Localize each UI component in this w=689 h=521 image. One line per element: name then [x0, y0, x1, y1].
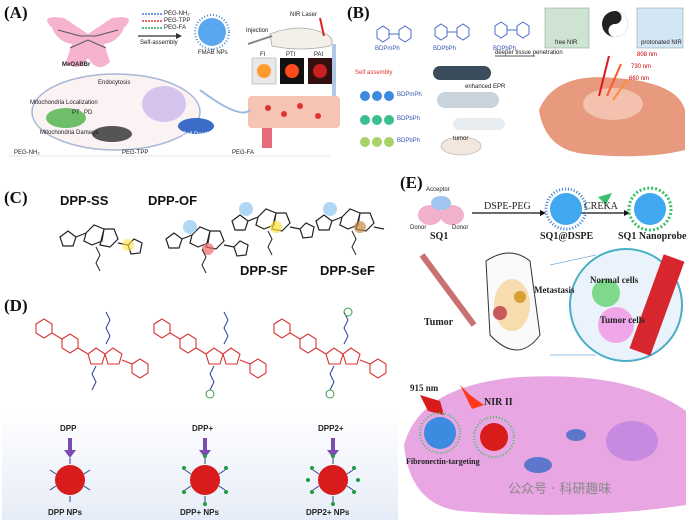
cell-label-mito-localization: Mitochondria Localization [30, 100, 98, 106]
panel-c-graphic [59, 202, 385, 274]
dpp2-plus-nps-name: DPP2+ NPs [306, 508, 350, 517]
panel-c: (C) DPP-SS DPP-OF DPP-SF DPP-SeF [0, 165, 400, 290]
legend-peg-tpp: PEG-TPP [164, 18, 191, 24]
panel-d-background [2, 410, 398, 520]
watermark-text: 公众号 · 科研趣味 [508, 482, 612, 497]
cell-label-pt: PT [72, 110, 80, 116]
wavelength-660: 660 nm [629, 76, 650, 82]
cell-label-cell-death: Cell Death [182, 132, 211, 138]
panel-e-label: (E) [400, 173, 423, 192]
fmab-nps-label: FMAB NPs [198, 50, 228, 56]
nir-ii-label: NIR II [484, 397, 513, 408]
legend-peg-fa: PEG-FA [164, 25, 187, 31]
dpp-ss-name: DPP-SS [60, 193, 109, 208]
mol-label-3: BDPbPh [493, 46, 517, 52]
bottom-peg-fa: PEG-FA [232, 150, 255, 156]
panel-e-graphic [404, 186, 686, 515]
np-label-3: BDPbPh [397, 138, 421, 144]
donor-right-label: Donor [452, 225, 469, 231]
pink-cell-shape [404, 376, 686, 515]
dpp-of-name: DPP-OF [148, 193, 198, 208]
mol-label-2: BDPbPh [433, 46, 457, 52]
normal-cells-label: Normal cells [590, 275, 639, 285]
imaging-pai: PAI [314, 52, 324, 58]
panel-a-graphic [8, 13, 340, 157]
self-assembly-b-label: Self assembly [355, 70, 393, 76]
cell-label-mito-damage: Mitochondria Damage [40, 130, 99, 136]
panel-d-graphic [35, 307, 387, 506]
enhanced-epr-label: enhanced EPR [465, 84, 506, 90]
wavelength-730: 730 nm [631, 64, 652, 70]
box-label-protonated: protonated NIR [641, 40, 682, 46]
dpp-plus-nanoparticle-shape [190, 465, 220, 495]
dpp-sef-name: DPP-SeF [320, 263, 375, 278]
panel-a-label: (A) [4, 3, 28, 22]
dpp-sf-name: DPP-SF [240, 263, 288, 278]
bottom-peg-nh2: PEG-NH₂ [14, 150, 40, 156]
deeper-penetration-label: deeper tissue penetration [495, 50, 563, 56]
mouse-shape [269, 27, 333, 50]
panel-d-label: (D) [4, 296, 28, 315]
panel-b: (B) BDPmPh BDPbPh [345, 0, 689, 165]
bottom-peg-tpp: PEG-TPP [122, 150, 149, 156]
metastasis-label: Metastasis [534, 285, 575, 295]
panel-b-graphic [360, 7, 685, 157]
dpp-plus-nps-name: DPP+ NPs [180, 508, 219, 517]
imaging-fi: FI [260, 52, 266, 58]
dspe-peg-label: DSPE-PEG [484, 201, 531, 212]
sq1-nanoprobe-label: SQ1 Nanoprobe [618, 231, 687, 242]
np-label-2: BDPbPh [397, 116, 421, 122]
tumor-b-label: tumor [453, 136, 469, 142]
mouse-shape-b [440, 136, 482, 156]
mol-label-1: BDPmPh [375, 46, 400, 52]
sq1-dspe-label: SQ1@DSPE [540, 231, 594, 242]
tumor-tissue-shape [248, 96, 340, 128]
dpp2-plus-nanoparticle-shape [318, 465, 348, 495]
donor-left-label: Donor [410, 225, 427, 231]
dpp-name: DPP [60, 424, 77, 433]
dpp-nanoparticle-shape [55, 465, 85, 495]
legend-peg-nh2: PEG-NH₂ [164, 11, 190, 17]
self-assembly-label: Self-assembly [140, 40, 178, 46]
panel-e: (E) [400, 165, 689, 521]
butterfly-molecule-shape [47, 17, 129, 68]
np-label-1: BDPmPh [397, 92, 422, 98]
dpp-nps-name: DPP NPs [48, 508, 83, 517]
cell-label-endocytosis: Endocytosis [98, 80, 131, 86]
panel-b-label: (B) [347, 3, 370, 22]
dpp-plus-name: DPP+ [192, 424, 214, 433]
fmab-nanoparticle-shape [198, 18, 226, 46]
cell-label-pd: PD [84, 110, 93, 116]
creka-label: CREKA [584, 201, 618, 212]
tumor-cells-label: Tumor cells [600, 315, 645, 325]
nir-laser-label: NIR Laser [290, 12, 318, 18]
panel-c-label: (C) [4, 188, 28, 207]
sq1-label: SQ1 [430, 231, 449, 242]
wavelength-808: 808 nm [637, 52, 658, 58]
meoabbr-label: MeOABBr [62, 62, 91, 68]
tumor-e-label: Tumor [424, 317, 454, 328]
panel-a: (A) [0, 0, 345, 165]
dpp2-plus-name: DPP2+ [318, 424, 344, 433]
panel-d: (D) [0, 290, 400, 521]
acceptor-label: Acceptor [426, 187, 450, 193]
imaging-pti: PTI [286, 52, 296, 58]
injection-label: Injection [246, 28, 269, 34]
box-label-free: free NIR [555, 40, 578, 46]
fibronectin-label: Fibronectin-targeting [406, 457, 480, 466]
wavelength-915: 915 nm [410, 383, 439, 393]
